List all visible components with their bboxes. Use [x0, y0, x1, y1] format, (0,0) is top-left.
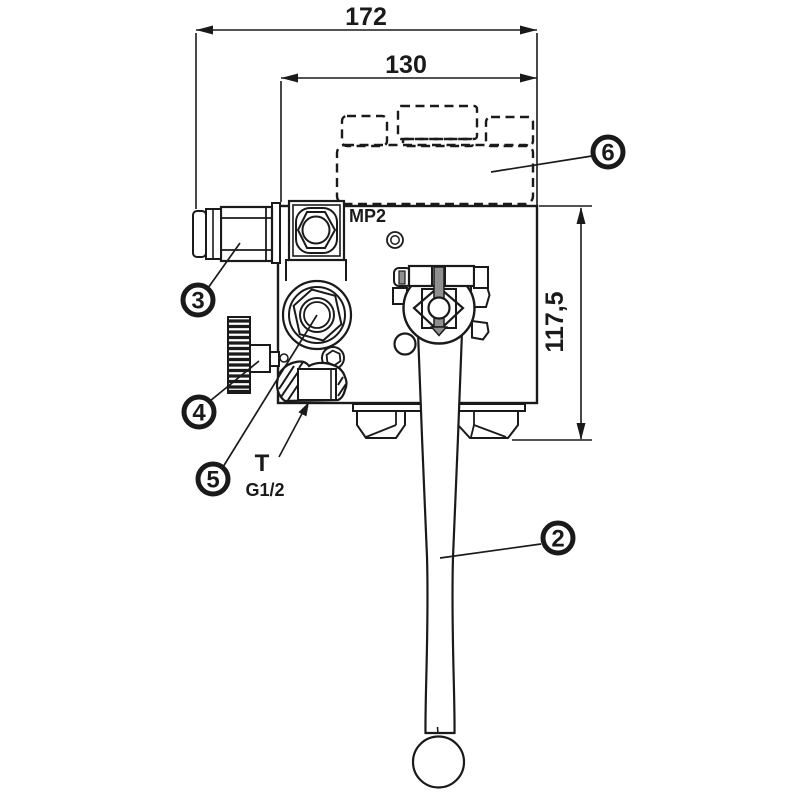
- balloon-2-label: 2: [551, 526, 564, 553]
- balloon-2: 2: [540, 520, 576, 556]
- dim-total-width-label: 172: [345, 3, 387, 31]
- hex-nut-left: [356, 410, 406, 439]
- pivot-side-hole: [393, 332, 417, 356]
- lever-ball-knob: [411, 735, 466, 789]
- tank-port-label: T: [255, 450, 270, 477]
- hex-nut-right: [457, 410, 519, 439]
- dimension-total-width: [195, 25, 538, 209]
- balloon-5: 5: [195, 461, 231, 497]
- dim-body-height-label: 117,5: [541, 291, 569, 352]
- dimension-body-height: [512, 205, 592, 441]
- mp2-port: [285, 199, 347, 281]
- mp2-port-label: MP2: [349, 206, 386, 226]
- balloon-3: 3: [180, 282, 216, 318]
- tank-thread-label: G1/2: [245, 480, 284, 500]
- dim-body-width-label: 130: [385, 51, 427, 79]
- pivot-center-pin: [427, 296, 451, 320]
- balloon-4: 4: [181, 394, 217, 430]
- leader-lines: [207, 155, 593, 559]
- screw-hole-top: [386, 231, 404, 249]
- adjust-knob: [227, 316, 289, 394]
- tank-port-fitting: [275, 360, 348, 403]
- plug-fitting: [192, 202, 281, 264]
- balloon-4-label: 4: [192, 400, 206, 427]
- balloon-6-label: 6: [601, 140, 614, 167]
- pivot-mechanism: [392, 264, 491, 356]
- balloon-5-label: 5: [206, 467, 219, 494]
- control-lever: [411, 330, 466, 789]
- top-cover-dashed: [335, 104, 535, 206]
- balloon-6: 6: [590, 134, 626, 170]
- dimension-body-width: [280, 73, 537, 202]
- balloon-3-label: 3: [191, 288, 204, 315]
- tank-port-annotation: [278, 402, 309, 458]
